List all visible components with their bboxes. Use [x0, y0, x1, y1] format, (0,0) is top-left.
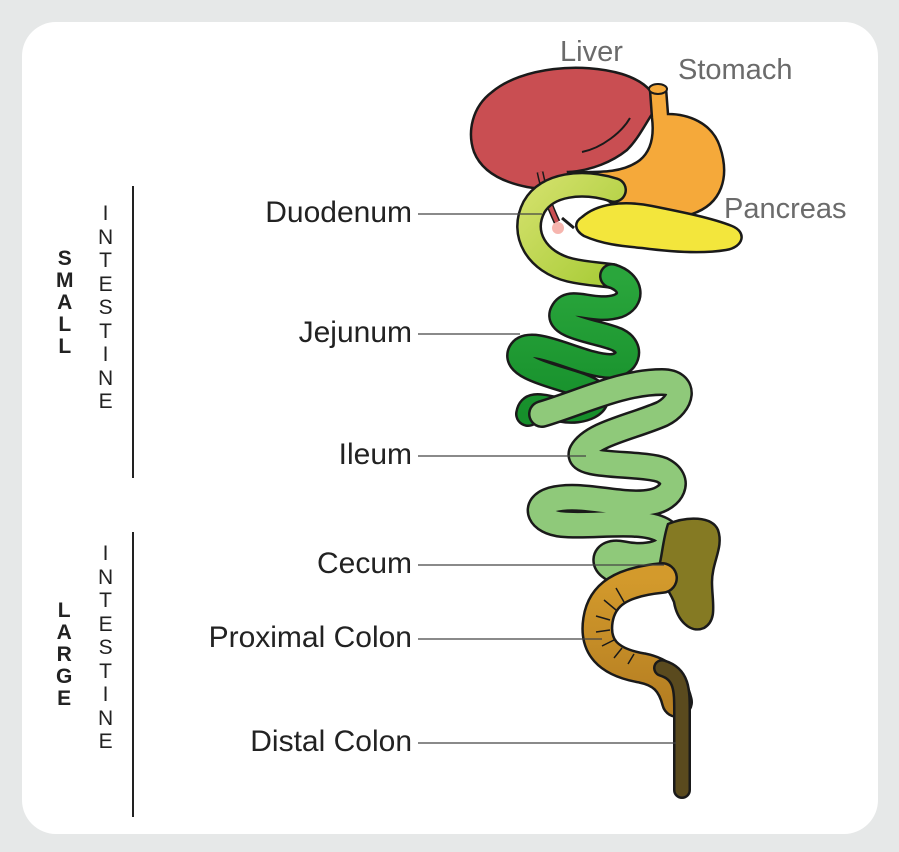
small-letter: L — [58, 336, 71, 358]
large-letter: E — [57, 688, 71, 710]
intestine-letter: I — [103, 343, 109, 367]
intestine-letter: N — [98, 367, 113, 391]
intestine-letter: T — [99, 589, 112, 613]
cecum-label: Cecum — [317, 547, 412, 581]
large-letter: A — [57, 622, 72, 644]
pancreas-label: Pancreas — [724, 193, 847, 226]
intestine-letter: N — [98, 226, 113, 250]
digestive-tract-illustration — [22, 22, 878, 834]
large-intestine-word: I N T E S T I N E — [98, 542, 113, 754]
small-letter: A — [57, 292, 72, 314]
small-letter: M — [56, 270, 74, 292]
ileum-label: Ileum — [339, 438, 412, 472]
intestine-letter: E — [99, 730, 113, 754]
intestine-letter: I — [103, 542, 109, 566]
small-intestine-word: I N T E S T I N E — [98, 202, 113, 414]
liver-label: Liver — [560, 36, 623, 69]
intestine-letter: S — [99, 636, 113, 660]
large-letter: G — [56, 666, 72, 688]
large-letter: L — [58, 600, 71, 622]
intestine-letter: E — [99, 613, 113, 637]
proximal-colon-label: Proximal Colon — [209, 621, 412, 655]
intestine-letter: I — [103, 202, 109, 226]
small-letter: L — [58, 314, 71, 336]
diagram-card: Liver Stomach Pancreas Duodenum Jejunum … — [22, 22, 878, 834]
small-intestine-bracket — [132, 186, 134, 478]
intestine-letter: E — [99, 390, 113, 414]
duodenum-label: Duodenum — [265, 196, 412, 230]
intestine-letter: E — [99, 273, 113, 297]
small-letter: S — [58, 248, 72, 270]
jejunum-label: Jejunum — [299, 316, 412, 350]
small-word: S M A L L — [56, 248, 74, 358]
large-letter: R — [57, 644, 72, 666]
intestine-letter: N — [98, 566, 113, 590]
stomach-label: Stomach — [678, 54, 792, 87]
intestine-letter: I — [103, 683, 109, 707]
large-word: L A R G E — [56, 600, 72, 710]
intestine-letter: S — [99, 296, 113, 320]
distal-colon-label: Distal Colon — [250, 725, 412, 759]
pancreas-shape — [576, 203, 741, 252]
intestine-letter: T — [99, 320, 112, 344]
intestine-letter: N — [98, 707, 113, 731]
intestine-letter: T — [99, 660, 112, 684]
intestine-letter: T — [99, 249, 112, 273]
large-intestine-bracket — [132, 532, 134, 817]
